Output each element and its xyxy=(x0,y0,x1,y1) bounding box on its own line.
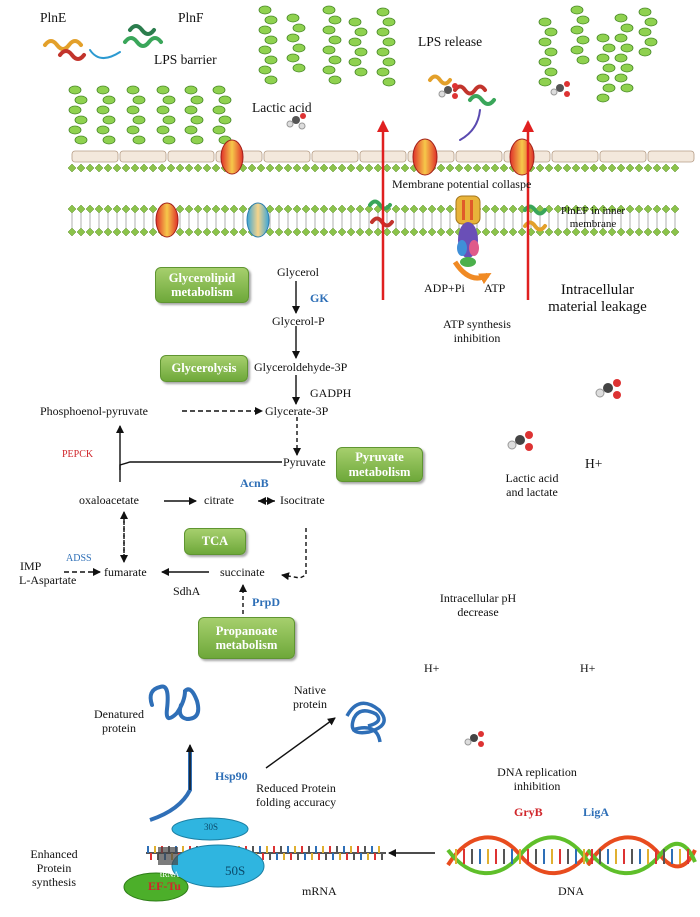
lps-release-label: LPS release xyxy=(418,34,483,49)
h-plus-2: H+ xyxy=(424,661,440,675)
leakage-arrows xyxy=(377,120,534,300)
ph-decrease-label: Intracellular pH decrease xyxy=(439,591,517,619)
hsp90-label: Hsp90 xyxy=(215,769,248,783)
acnb-label: AcnB xyxy=(240,476,269,490)
adss-label: ADSS xyxy=(66,553,92,564)
propanoate-metabolism-box: Propanoate metabolism xyxy=(198,617,295,659)
enhanced-synthesis-label: Enhanced Protein synthesis xyxy=(30,847,78,889)
denatured-protein-label: Denatured protein xyxy=(94,707,144,735)
lactic-lactate-label: Lactic acid and lactate xyxy=(505,471,559,499)
ef-tu-label: EF-Tu xyxy=(148,879,181,893)
membrane-collapse-label: Membrane potential collaspe xyxy=(392,177,532,191)
glycerolipid-metabolism-box: Glycerolipid metabolism xyxy=(155,267,249,303)
glycerol-label: Glycerol xyxy=(277,265,319,279)
ribosome-30s-label: 30S xyxy=(204,822,219,832)
dna-inhibition-label: DNA replication inhibition xyxy=(497,765,577,793)
lactic-acid-label: Lactic acid xyxy=(252,100,312,115)
lps-barrier-label: LPS barrier xyxy=(154,52,217,67)
imp-label: IMP xyxy=(20,559,42,573)
liga-label: LigA xyxy=(583,805,610,819)
dna-label: DNA xyxy=(558,884,584,898)
atp-label: ATP xyxy=(484,281,506,295)
gadph-label: GADPH xyxy=(310,386,352,400)
ribosome-icon xyxy=(123,817,265,902)
adp-pi-label: ADP+Pi xyxy=(424,281,465,295)
denatured-protein-icon xyxy=(148,684,201,722)
citrate-label: citrate xyxy=(204,493,234,507)
aspartate-label: L-Aspartate xyxy=(19,573,77,587)
glycerate-label: Glycerate-3P xyxy=(265,404,329,418)
glycerolysis-box: Glycerolysis xyxy=(160,355,248,382)
succinate-label: succinate xyxy=(220,565,265,579)
native-protein-label: Native protein xyxy=(293,683,327,711)
porin-icon xyxy=(155,138,535,238)
pyruvate-metabolism-box: Pyruvate metabolism xyxy=(336,447,423,482)
isocitrate-label: Isocitrate xyxy=(280,493,325,507)
pathway-arrows xyxy=(64,281,435,857)
pepck-label: PEPCK xyxy=(62,449,94,460)
oxaloacetate-label: oxaloacetate xyxy=(79,493,139,507)
glyceraldehyde-label: Glyceroldehyde-3P xyxy=(254,360,348,374)
h-plus-1: H+ xyxy=(585,456,603,471)
ribosome-50s-label: 50S xyxy=(225,863,246,878)
nascent-chain-icon xyxy=(149,752,192,822)
plnef-peptide-icon xyxy=(43,24,547,232)
pyruvate-label: Pyruvate xyxy=(283,455,326,469)
gk-label: GK xyxy=(310,291,329,305)
sdha-label: SdhA xyxy=(173,584,201,598)
tca-box: TCA xyxy=(184,528,246,555)
mrna-label: mRNA xyxy=(302,884,337,898)
atp-synthase-icon xyxy=(452,195,492,285)
leakage-label: Intracellular material leakage xyxy=(548,282,647,316)
lps-chains xyxy=(68,5,658,145)
dna-helix-icon xyxy=(446,835,697,876)
lactic-acid-molecule-icon xyxy=(286,81,621,747)
glycerol-p-label: Glycerol-P xyxy=(272,314,325,328)
plne-label: PlnE xyxy=(40,10,67,25)
atp-inhibition-label: ATP synthesis inhibition xyxy=(443,317,511,345)
trna-label: tRNA xyxy=(160,870,180,879)
gryb-label: GryB xyxy=(514,805,543,819)
prpd-label: PrpD xyxy=(252,595,280,609)
native-protein-icon xyxy=(345,701,386,743)
plnef-inner-label: PlnEF in inner membrane xyxy=(560,205,626,230)
fumarate-label: fumarate xyxy=(104,565,147,579)
plnf-label: PlnF xyxy=(178,10,204,25)
outer-membrane xyxy=(67,150,695,173)
pep-label: Phosphoenol-pyruvate xyxy=(40,404,148,418)
reduced-folding-label: Reduced Protein folding accuracy xyxy=(255,781,337,809)
h-plus-3: H+ xyxy=(580,661,596,675)
